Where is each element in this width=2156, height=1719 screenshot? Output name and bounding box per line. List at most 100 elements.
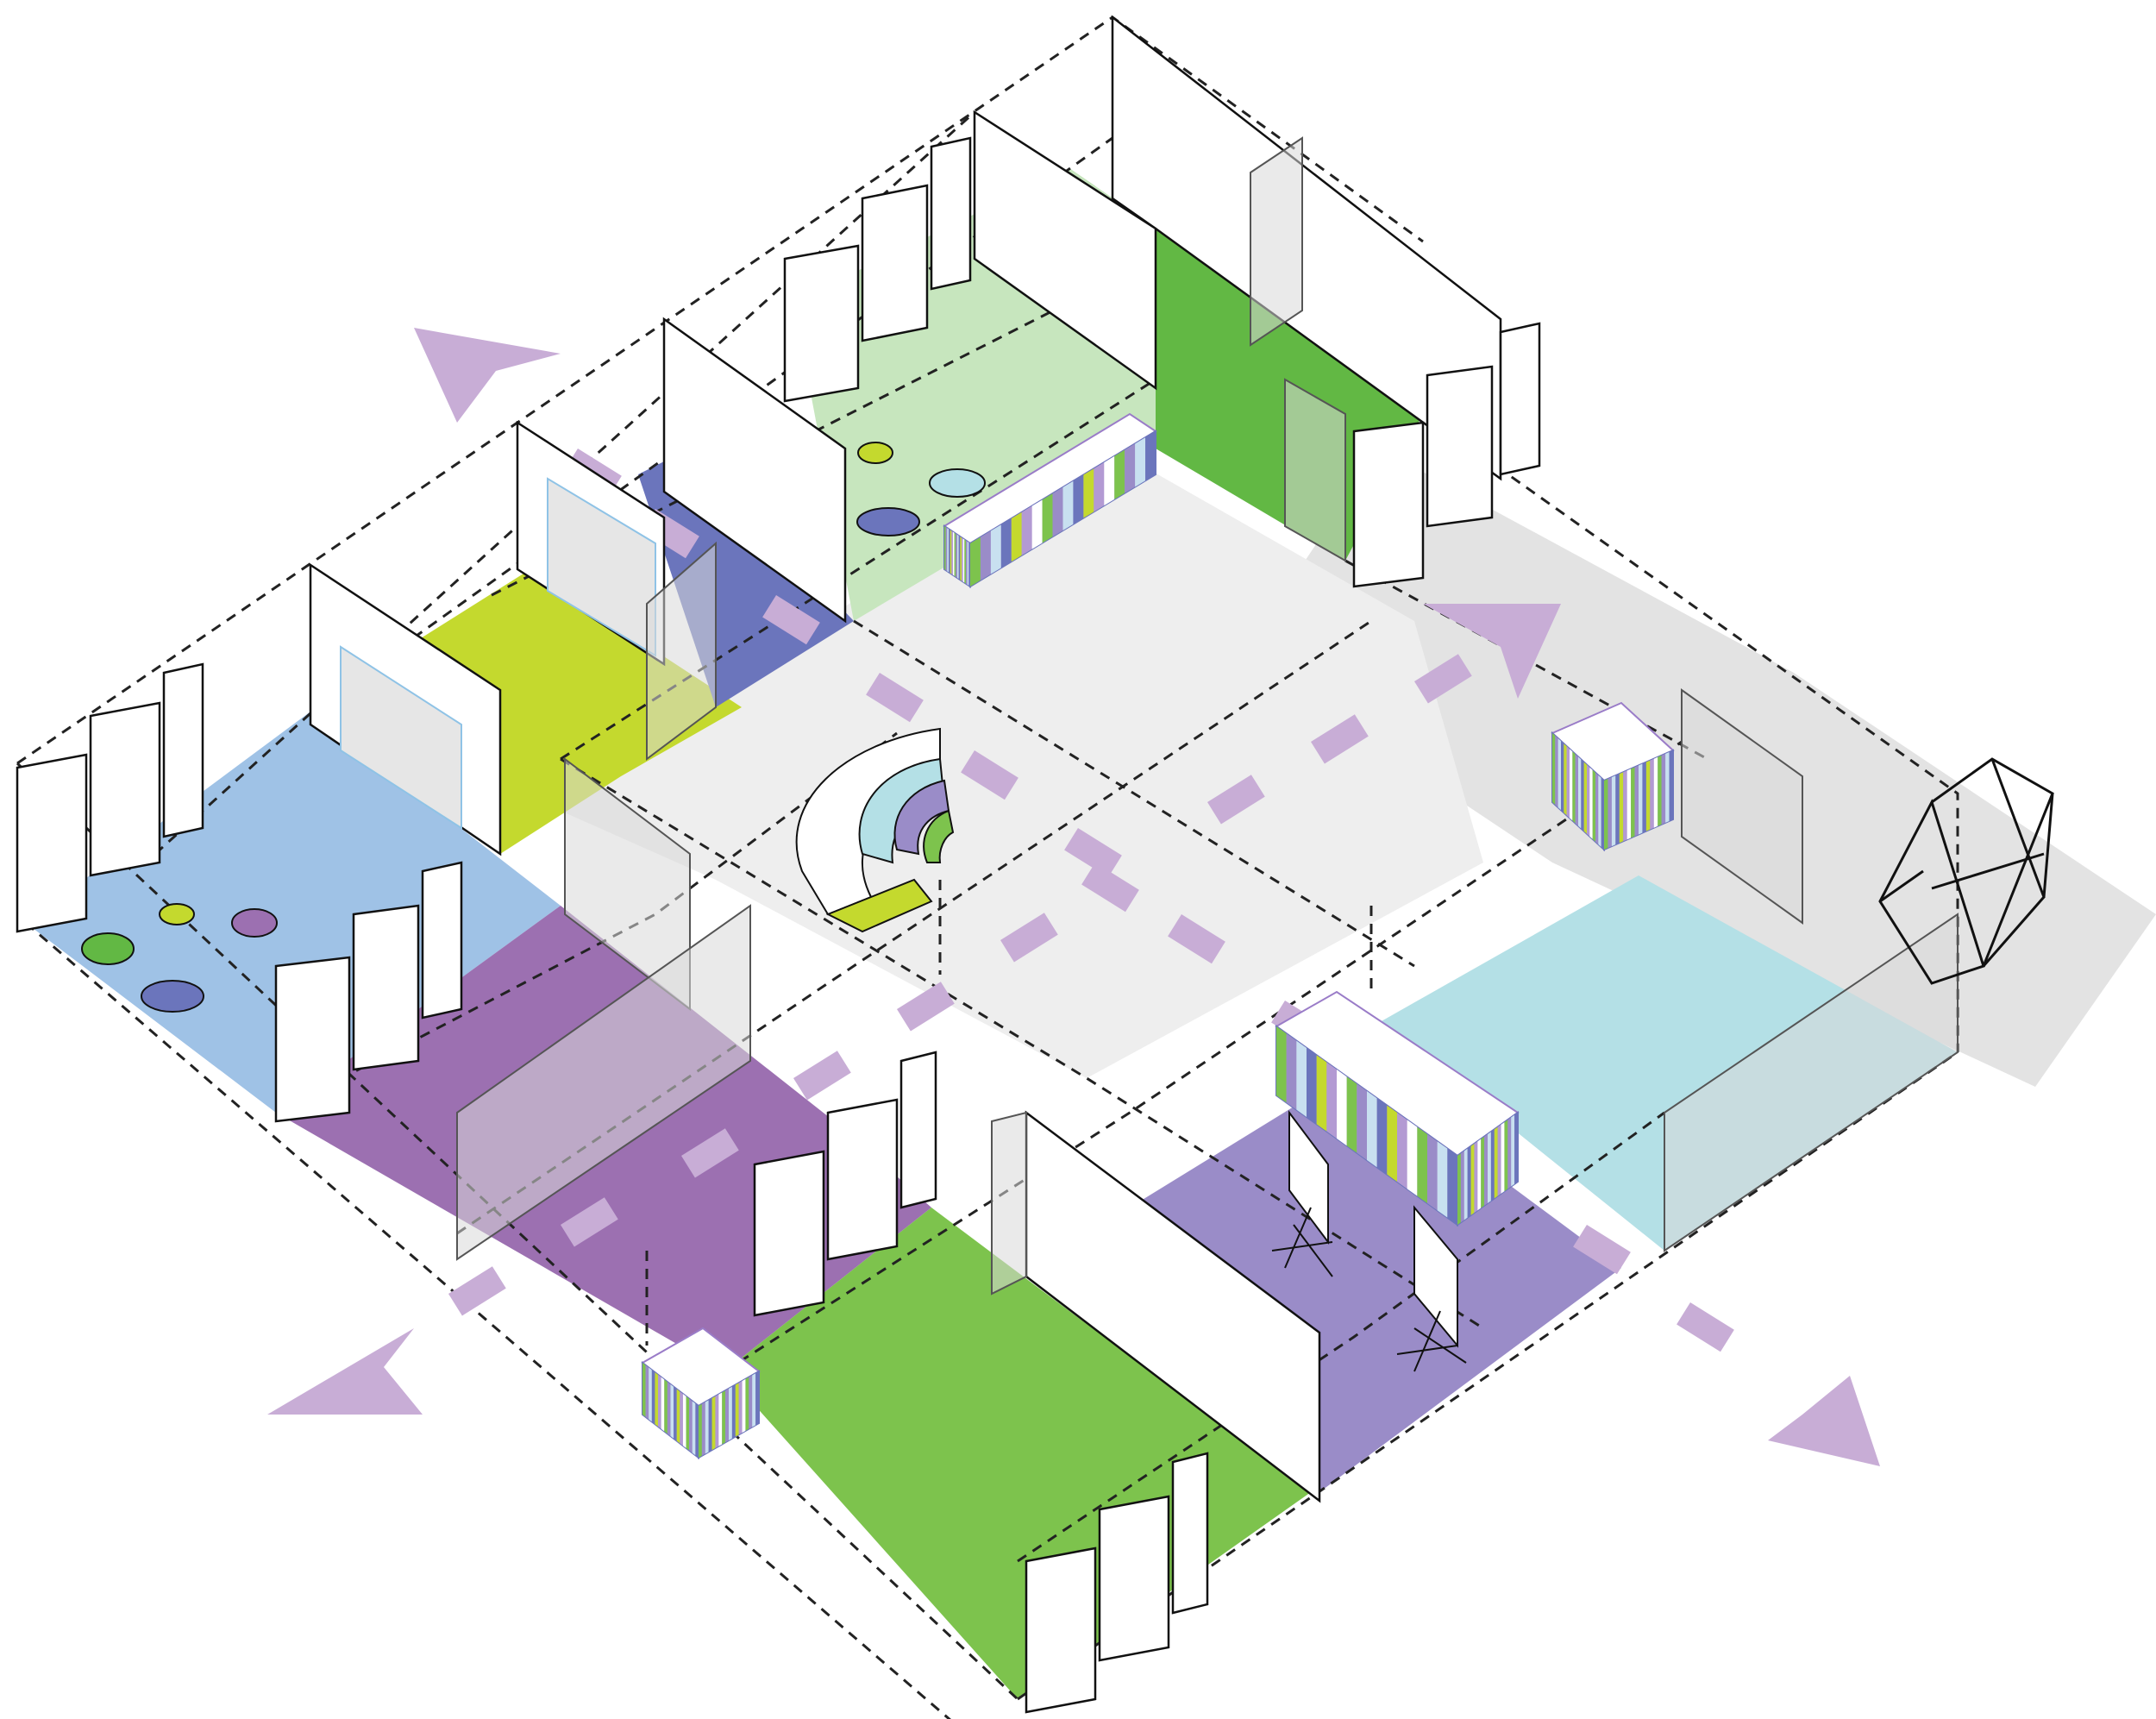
book-spine [1457, 1153, 1461, 1225]
book-spine [1000, 518, 1012, 568]
book-spine [686, 1396, 690, 1451]
arrow-icon [1768, 1376, 1880, 1466]
book-spine [1581, 759, 1584, 831]
book-spine [1611, 775, 1616, 847]
book-spine [1511, 1114, 1515, 1187]
book-spine [664, 1379, 667, 1434]
book-spine [1447, 1148, 1457, 1225]
book-spine [962, 538, 965, 583]
book-spine [950, 530, 952, 574]
book-spine [1135, 437, 1146, 487]
book-spine [990, 524, 1001, 574]
folding-panels [16, 136, 1541, 1714]
book-spine [1083, 468, 1094, 518]
book-spine [956, 533, 957, 578]
stool-icon [929, 468, 986, 498]
panel-group-right [1352, 322, 1541, 588]
bookshelf-icon [1275, 990, 1520, 1227]
bookshelves [641, 412, 1675, 1460]
panel-group-top [783, 136, 972, 403]
book-spine [1501, 1122, 1505, 1194]
book-spine [722, 1390, 726, 1445]
book-spine [1650, 758, 1654, 830]
sculpture-base [825, 878, 933, 933]
grid-line [853, 619, 1415, 968]
book-spine [958, 536, 961, 580]
book-spine [1052, 487, 1063, 537]
indigo-zone [638, 449, 854, 707]
book-spine [661, 1377, 665, 1432]
panel [826, 1098, 899, 1261]
book-spine [1592, 769, 1595, 842]
book-spine [1477, 1139, 1482, 1211]
grid-line [1017, 1111, 1665, 1563]
book-spine [1427, 1134, 1438, 1211]
book-spine [1296, 1040, 1307, 1117]
flow-dash [1207, 775, 1265, 825]
stools [81, 442, 986, 1013]
grid-line [491, 257, 1156, 597]
book-spine [967, 541, 969, 586]
flow-dash [1677, 1302, 1734, 1352]
easels [1271, 1110, 1467, 1372]
book-spine [1481, 1136, 1485, 1208]
book-spine [947, 528, 949, 573]
bookshelf-spines [1604, 750, 1673, 850]
book-spine [980, 530, 991, 580]
book-spine [1639, 763, 1643, 835]
book-spine [1566, 746, 1570, 819]
book-spine [1642, 762, 1646, 833]
panel [16, 753, 88, 933]
book-spine [1417, 1126, 1427, 1203]
book-spine [944, 526, 946, 571]
book-spine [649, 1367, 652, 1422]
bookshelf-icon [1551, 701, 1675, 852]
book-spine [742, 1378, 746, 1434]
book-spine [670, 1384, 674, 1439]
panel-group-bottom [1025, 1452, 1209, 1714]
book-spine [667, 1382, 671, 1436]
book-spine [1634, 765, 1639, 837]
book-spine [1626, 769, 1632, 840]
book-spine [1104, 455, 1115, 506]
book-spine [699, 1403, 702, 1458]
book-spine [1589, 767, 1593, 839]
book-spine [715, 1394, 719, 1448]
book-spine [1467, 1145, 1471, 1218]
arrow-icon [414, 328, 561, 423]
book-spine [711, 1396, 716, 1451]
book-spine [1615, 774, 1620, 845]
book-spine [705, 1400, 709, 1454]
panel [861, 184, 929, 342]
panel [1352, 421, 1425, 588]
easel-icon [1271, 1110, 1333, 1277]
book-spine [729, 1386, 732, 1440]
book-spine [951, 530, 953, 575]
book-spine [1665, 751, 1670, 823]
flow-dash [448, 1266, 506, 1316]
blue-zone [26, 712, 561, 1113]
glass-partition [646, 541, 717, 761]
bookshelf-spines [970, 431, 1156, 587]
book-spine [731, 1384, 736, 1439]
book-spine [1578, 756, 1582, 829]
grid-line [724, 740, 1683, 1373]
book-spine [1658, 755, 1662, 826]
panel [1098, 1495, 1170, 1662]
book-spine [970, 536, 981, 587]
book-spine [701, 1402, 705, 1456]
display-screen [340, 645, 462, 830]
book-spine [1021, 505, 1032, 555]
book-spine [642, 1363, 646, 1417]
book-spine [1598, 775, 1601, 847]
grid-line [1422, 412, 1959, 1052]
panel [899, 1051, 937, 1209]
panel [274, 956, 351, 1123]
bookshelf-spines [1457, 1113, 1518, 1225]
easel-icon [1396, 1205, 1467, 1372]
book-spine [945, 527, 948, 572]
flow-dash [1064, 828, 1122, 878]
panel [352, 904, 420, 1071]
book-spine [1397, 1113, 1407, 1189]
